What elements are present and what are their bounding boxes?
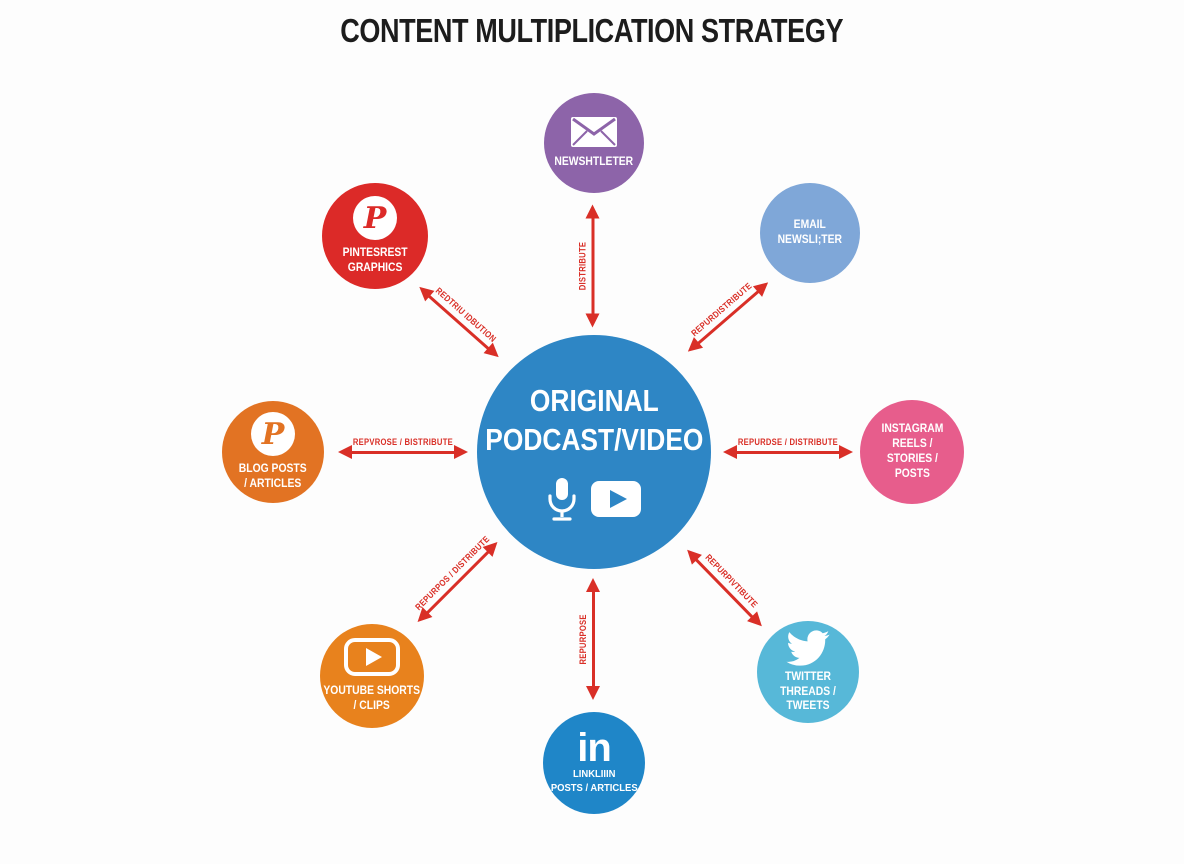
satellite-pinterest-graphics: P PINTESREST GRAPHICS <box>322 183 428 289</box>
satellite-youtube: YOUTUBE SHORTS / CLIPS <box>320 624 424 728</box>
arrow-label: REPURDSE / DISTRIBUTE <box>737 437 839 447</box>
arrow-label: REPURPOSE <box>578 613 588 665</box>
satellite-label: BLOG POSTS / ARTICLES <box>239 463 307 490</box>
arrow-bottom-right: REPURPIVTIBUTE <box>682 544 767 632</box>
arrow-shaft <box>591 214 594 318</box>
arrowhead <box>839 445 853 459</box>
arrowhead <box>585 313 600 328</box>
center-icons <box>547 476 641 522</box>
satellite-instagram: INSTAGRAM REELS / STORIES / POSTS <box>860 400 964 504</box>
satellite-label: INSTAGRAM REELS / STORIES / POSTS <box>881 423 943 480</box>
satellite-label: EMAIL NEWSLI;TER <box>777 219 843 246</box>
arrowhead <box>586 578 600 592</box>
arrow-label: REPURDISTRIBUTE <box>689 280 754 339</box>
arrow-top-right: REPURDISTRIBUTE <box>683 277 773 357</box>
center-node-original-podcast-video: ORIGINAL PODCAST/VIDEO <box>477 335 711 569</box>
satellite-twitter: TWITTER THREADS / TWEETS <box>757 621 859 723</box>
satellite-label: TWITTER THREADS / TWEETS <box>780 670 836 713</box>
arrow-label: REDTRIU IDBUTION <box>433 285 498 344</box>
arrow-label: REPURPIVTIBUTE <box>703 552 760 610</box>
arrow-shaft <box>693 555 756 621</box>
satellite-label: LINKLIIIN POSTS / ARTICLES <box>550 768 638 794</box>
satellite-email-newsletter: EMAIL NEWSLI;TER <box>760 183 860 283</box>
arrowhead <box>338 445 352 459</box>
pinterest-p-icon: P <box>353 196 397 241</box>
arrow-label: REPVROSE / BISTRIBUTE <box>352 437 454 447</box>
twitter-bird-icon <box>786 630 830 666</box>
arrow-shaft <box>733 450 843 454</box>
satellite-newsletter: NEWSHTLETER <box>544 93 644 193</box>
page-title: CONTENT MULTIPLICATION STRATEGY <box>0 12 1184 50</box>
arrow-shaft <box>348 450 458 454</box>
arrowhead <box>585 204 600 219</box>
arrow-bottom-left: REPURPOS / DISTRIBUTE <box>412 534 503 627</box>
satellite-label: PINTESREST GRAPHICS <box>342 247 408 274</box>
arrowhead <box>723 445 737 459</box>
satellite-linkedin: in LINKLIIIN POSTS / ARTICLES <box>543 712 645 814</box>
arrow-top-left: REDTRIU IDBUTION <box>414 281 504 363</box>
arrow-label: REPURPOS / DISTRIBUTE <box>413 533 492 613</box>
arrow-label: DISTRIBUTE <box>577 241 588 291</box>
center-node-label: ORIGINAL PODCAST/VIDEO <box>484 383 704 457</box>
arrow-shaft <box>423 548 492 616</box>
arrow-shaft <box>591 588 595 690</box>
satellite-blog-posts: P BLOG POSTS / ARTICLES <box>222 401 324 503</box>
satellite-label: NEWSHTLETER <box>554 155 634 168</box>
youtube-play-icon <box>344 638 400 677</box>
arrowhead <box>454 445 468 459</box>
pinterest-p-icon: P <box>251 412 295 457</box>
video-play-icon <box>591 480 641 517</box>
satellite-label: YOUTUBE SHORTS / CLIPS <box>323 685 421 712</box>
linkedin-in-icon: in <box>577 726 612 771</box>
arrowhead <box>586 686 600 700</box>
page-title-text: CONTENT MULTIPLICATION STRATEGY <box>340 12 844 49</box>
microphone-icon <box>547 476 577 522</box>
envelope-icon <box>571 116 617 147</box>
